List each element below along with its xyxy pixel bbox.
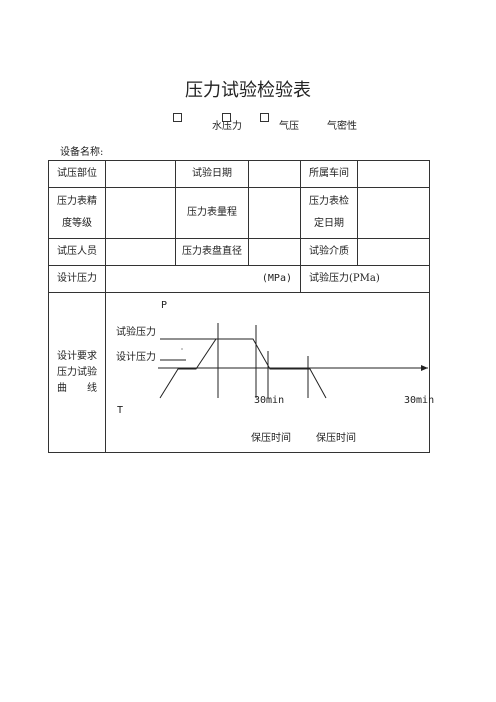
gauge-check-line1: 压力表检 — [309, 196, 349, 207]
hold-time-label-2: 保压时间 — [316, 433, 356, 444]
dial-diameter-label: 压力表盘直径 — [175, 238, 249, 266]
gas-pressure-label: 气压 — [279, 121, 299, 132]
gauge-precision-line1: 压力表精 — [57, 196, 97, 207]
gauge-precision-value[interactable] — [105, 187, 176, 239]
table-row: 压力表精 度等级 压力表量程 压力表检 定日期 — [48, 187, 430, 239]
gauge-range-label: 压力表量程 — [175, 187, 249, 239]
gauge-precision-line2: 度等级 — [62, 218, 92, 229]
test-part-label: 试压部位 — [48, 160, 106, 188]
hold-time-2: 30min — [404, 395, 435, 406]
pressure-curve-cell: P 试验压力 设计压力 30min 30min T 保压时间 保压时间 — [105, 292, 434, 453]
curve-label-line1: 设计要求 — [57, 350, 97, 362]
curve-label-line2: 压力试验 — [57, 366, 97, 378]
pressure-curve — [159, 338, 327, 399]
page-title: 压力试验检验表 — [185, 80, 311, 101]
table-row: 设计压力 (MPa) 试验压力(PMa) — [48, 265, 430, 293]
workshop-value[interactable] — [357, 160, 430, 188]
equipment-name-label: 设备名称: — [60, 147, 104, 158]
curve-requirement-label: 设计要求 压力试验 曲 线 — [48, 292, 106, 453]
tester-value[interactable] — [105, 238, 176, 266]
hold-time-label-1: 保压时间 — [251, 433, 291, 444]
design-pressure-curve-label: 设计压力 — [116, 352, 156, 363]
test-pressure-curve-label: 试验压力 — [116, 327, 156, 338]
dial-diameter-value[interactable] — [248, 238, 301, 266]
table-row: 试压部位 试验日期 所属车间 — [48, 160, 430, 188]
hold-time-1: 30min — [254, 395, 285, 406]
water-pressure-checkbox[interactable] — [173, 113, 182, 122]
tightness-label: 气密性 — [327, 121, 357, 132]
gauge-check-value[interactable] — [357, 187, 430, 239]
pressure-curve-diagram — [158, 323, 428, 399]
design-pressure-label: 设计压力 — [48, 265, 106, 293]
gauge-range-value[interactable] — [248, 187, 301, 239]
test-medium-label: 试验介质 — [300, 238, 358, 266]
test-pressure-text: 试验压力(PMa) — [309, 273, 380, 284]
gauge-check-label: 压力表检 定日期 — [300, 187, 358, 239]
workshop-label: 所属车间 — [300, 160, 358, 188]
design-pressure-value[interactable]: (MPa) — [105, 265, 301, 293]
mpa-unit: (MPa) — [261, 273, 292, 284]
pressure-axis-label: P — [161, 300, 168, 311]
table-row: 试压人员 压力表盘直径 试验介质 — [48, 238, 430, 266]
inspection-table: 试压部位 试验日期 所属车间 压力表精 度等级 压力表量程 压力表检 定日期 试… — [48, 160, 434, 453]
test-date-label: 试验日期 — [175, 160, 249, 188]
stray-dot — [181, 348, 183, 350]
tightness-checkbox[interactable] — [260, 113, 269, 122]
tester-label: 试压人员 — [48, 238, 106, 266]
test-date-value[interactable] — [248, 160, 301, 188]
test-medium-value[interactable] — [357, 238, 430, 266]
time-axis-arrow — [421, 365, 428, 371]
time-axis-label: T — [117, 405, 124, 416]
gauge-check-line2: 定日期 — [314, 218, 344, 229]
water-pressure-label: 水压力 — [212, 121, 242, 132]
test-part-value[interactable] — [105, 160, 176, 188]
curve-label-line3: 曲 线 — [57, 382, 97, 394]
gauge-precision-label: 压力表精 度等级 — [48, 187, 106, 239]
test-pressure-label: 试验压力(PMa) — [300, 265, 430, 293]
gas-pressure-checkbox[interactable] — [222, 113, 231, 122]
table-row: 设计要求 压力试验 曲 线 — [48, 292, 434, 453]
